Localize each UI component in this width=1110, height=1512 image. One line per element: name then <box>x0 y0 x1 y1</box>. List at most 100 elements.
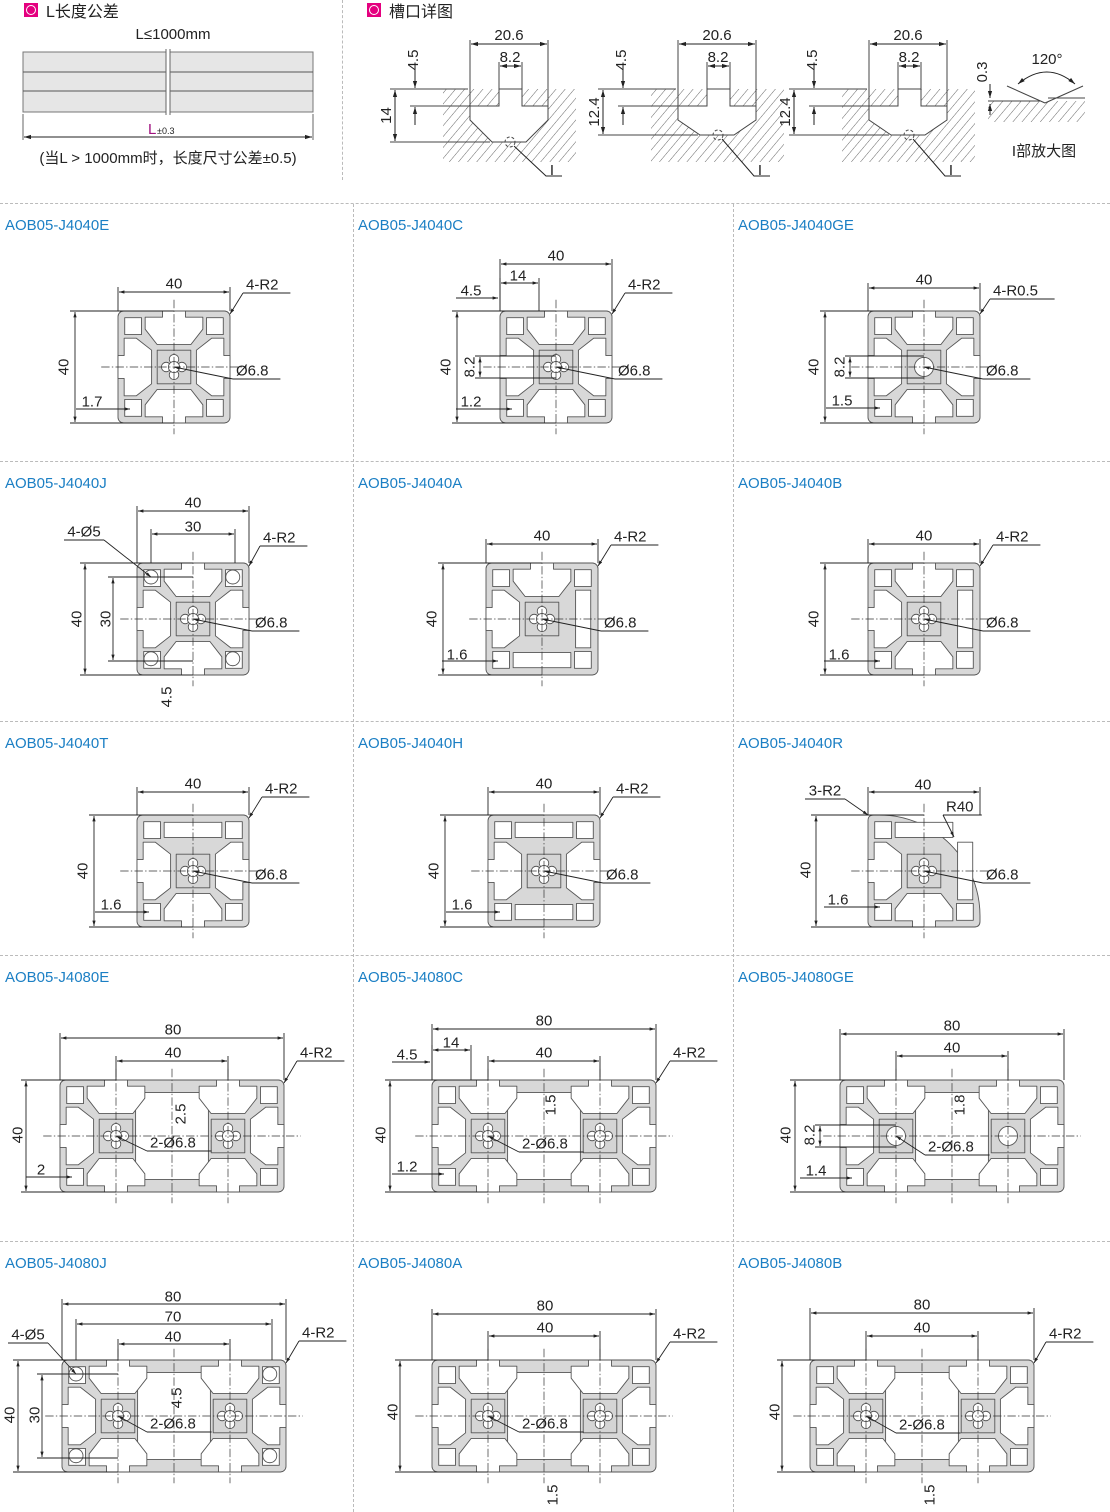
dimension-label: 4-R2 <box>616 781 649 798</box>
corner-cavity <box>874 903 892 921</box>
dimension-inner: 1.8 <box>952 1095 969 1116</box>
dimension-corner: 4-R2 <box>248 530 308 567</box>
dimension-hole: 2-Ø6.8 <box>487 1416 584 1433</box>
t-slot <box>978 1079 1038 1115</box>
dimension-hole: Ø6.8 <box>192 615 300 632</box>
profile-model-title: AOB05-J4080J <box>5 1255 107 1272</box>
corner-cavity <box>438 1448 456 1466</box>
t-slot <box>200 1359 260 1395</box>
slot-depth-label: 14 <box>378 107 395 124</box>
dimension-inner: 1.5 <box>543 1095 560 1116</box>
dimension-label: 80 <box>944 1018 961 1035</box>
dimension-label: 40 <box>916 272 933 289</box>
dimension-bottom: 1.5 <box>922 1485 939 1506</box>
dimension-height: 40 <box>56 310 174 424</box>
slot-lip-label: 4.5 <box>405 50 422 71</box>
dimension-label: 40 <box>165 1329 182 1346</box>
t-slot <box>88 1359 148 1395</box>
slot-detail-2: 20.68.24.512.4I <box>586 27 784 179</box>
dimension-label: 2-Ø6.8 <box>899 1417 945 1434</box>
dimension-label: 40 <box>915 777 932 794</box>
profile-model-title: AOB05-J4040T <box>5 735 109 752</box>
corner-cavity <box>576 903 594 921</box>
dimension-hole: 2-Ø6.8 <box>895 1135 990 1156</box>
corner-cavity <box>874 317 892 335</box>
dimension-height: 40 <box>385 1359 488 1473</box>
dimension-label: Ø6.8 <box>986 867 1019 884</box>
corner-cavity <box>816 1366 834 1384</box>
t-slot <box>945 337 981 397</box>
corner-cavity <box>846 1086 864 1104</box>
t-slot <box>565 841 601 901</box>
dimension-label: 40 <box>548 248 565 265</box>
corner-cavity <box>494 821 512 839</box>
dimension-height: 40 <box>424 562 542 676</box>
dimension-edge: 1.2 <box>392 1159 444 1176</box>
profile-model-title: AOB05-J4040GE <box>738 217 854 234</box>
profile-section <box>793 1348 1051 1484</box>
dimension-inner-width: 40 <box>865 1320 979 1360</box>
dimension-label: 2.5 <box>173 1104 190 1125</box>
dimension-inner-width: 40 <box>115 1045 229 1080</box>
dimension-label: Ø6.8 <box>255 615 288 632</box>
dimension-label: 4-R2 <box>300 1045 333 1062</box>
dimension-label: 1.6 <box>101 897 122 914</box>
slot-opening-label: 8.2 <box>708 49 729 66</box>
dimension-edge: 1.6 <box>824 892 880 909</box>
dimension-corner: 4-R2 <box>655 1326 718 1364</box>
slot-callout-label: I <box>758 162 762 179</box>
corner-cavity <box>956 399 974 417</box>
dimension-label: 40 <box>534 528 551 545</box>
dimension-width: 40 <box>136 495 250 563</box>
dimension-label: Ø6.8 <box>986 363 1019 380</box>
dimension-corner: 4-R2 <box>611 277 673 315</box>
dimension-inner-width: 40 <box>895 1040 1009 1080</box>
dimension-width: 80 <box>809 1297 1035 1360</box>
dimension-label: 3-R2 <box>809 783 842 800</box>
corner-cavity <box>438 1366 456 1384</box>
dimension-width: 40 <box>485 528 599 563</box>
t-slot <box>458 1359 518 1395</box>
dimension-label: 2-Ø6.8 <box>150 1416 196 1433</box>
dimension-corner: 4-R2 <box>1033 1326 1094 1364</box>
dimension-hole: Ø6.8 <box>543 867 651 884</box>
dimension-label: 4-Ø5 <box>67 524 100 541</box>
corner-hole <box>225 569 241 585</box>
dimension-corner: 4-R0.5 <box>979 283 1055 315</box>
divider <box>353 204 354 1512</box>
dimension-label: 40 <box>424 611 441 628</box>
dimension-label: 40 <box>56 359 73 376</box>
corner-cavity <box>816 1448 834 1466</box>
profile-section <box>43 1068 301 1204</box>
dimension-height: 40 <box>798 814 924 928</box>
dimension-label: 30 <box>185 519 202 536</box>
dimension-holes: 4-Ø5 <box>8 1327 77 1375</box>
dimension-label: 40 <box>806 611 823 628</box>
dimension-height: 40 <box>69 562 193 676</box>
profile-section <box>45 1348 303 1484</box>
dimension-corner: 4-R2 <box>655 1045 718 1084</box>
profile-section <box>851 299 997 435</box>
dimension-inner-width: 40 <box>487 1320 601 1360</box>
corner-cavity <box>124 317 142 335</box>
slot-lip-label: 4.5 <box>613 50 630 71</box>
t-slot <box>570 1079 630 1115</box>
slot-width-label: 20.6 <box>702 27 731 44</box>
corner-cavity <box>574 569 592 587</box>
dimension-corner: 4-R2 <box>248 781 310 819</box>
dimension-label: Ø6.8 <box>236 363 269 380</box>
dimension-label: 1.5 <box>922 1485 939 1506</box>
corner-cavity <box>588 317 606 335</box>
t-slot <box>836 1359 896 1395</box>
dimension-edge: 1.6 <box>95 897 149 914</box>
profile-model-title: AOB05-J4080A <box>358 1255 463 1272</box>
dimension-height: 40 <box>426 814 544 928</box>
enlarged-view-drawing: 0.3 120° I部放大图 <box>974 51 1085 160</box>
